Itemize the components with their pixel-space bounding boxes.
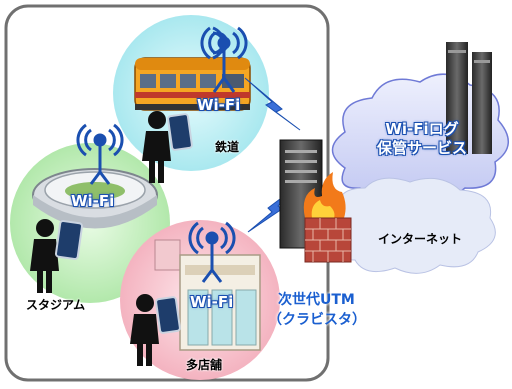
log-storage-service-label: Wi-Fiログ 保管サービス: [352, 120, 492, 158]
wifi-label-railway: Wi-Fi: [197, 96, 241, 114]
cloud-label-line2: 保管サービス: [376, 139, 467, 157]
wifi-antenna-icon: [200, 26, 248, 93]
firewall-icon: [303, 172, 352, 263]
utm-label-line2: （クラビスタ）: [268, 312, 366, 328]
wifi-label-store: Wi-Fi: [190, 293, 234, 311]
wifi-antenna-icon: [188, 221, 236, 283]
utm-label: 次世代UTM （クラビスタ）: [268, 290, 366, 330]
train-icon: [134, 57, 251, 111]
utm-label-line1: 次世代UTM: [278, 292, 355, 308]
server-rack-icon: [446, 42, 492, 154]
wifi-label-stadium: Wi-Fi: [71, 192, 115, 210]
cloud-label-line1: Wi-Fiログ: [385, 120, 459, 138]
stadium-label: スタジアム: [26, 298, 86, 312]
railway-label: 鉄道: [215, 140, 240, 154]
store-label: 多店舗: [186, 358, 223, 372]
lightning-icon: [244, 77, 301, 131]
person-with-phone-icon: [30, 219, 84, 293]
person-with-phone-icon: [130, 294, 181, 366]
store-icon: [154, 239, 261, 351]
person-with-phone-icon: [142, 111, 193, 183]
internet-label: インターネット: [378, 232, 463, 246]
wifi-antenna-icon: [76, 123, 124, 185]
